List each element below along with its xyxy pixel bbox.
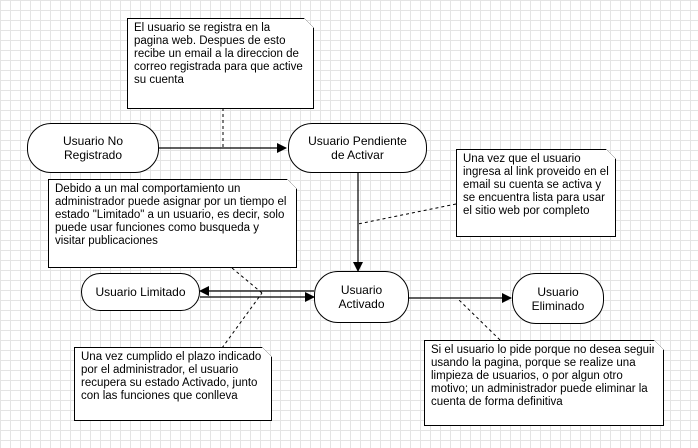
note-text: Debido a un mal comportamiento un admini… <box>55 183 287 247</box>
note-recuperacion: Una vez cumplido el plazo indicado por e… <box>74 347 272 421</box>
note-text: El usuario se registra en la pagina web.… <box>134 22 303 86</box>
state-usuario-pendiente[interactable]: Usuario Pendiente de Activar <box>288 123 427 173</box>
state-label: Usuario Eliminado <box>531 284 585 313</box>
note-link-activacion <box>357 203 457 225</box>
note-activacion: Una vez que el usuario ingresa al link p… <box>456 149 616 237</box>
note-link-eliminacion <box>457 298 501 341</box>
state-label: Usuario Limitado <box>95 285 186 299</box>
note-text: Si el usuario lo pide porque no desea se… <box>431 344 656 408</box>
state-label: Usuario Activado <box>338 283 385 311</box>
state-usuario-eliminado[interactable]: Usuario Eliminado <box>512 273 604 324</box>
state-usuario-limitado[interactable]: Usuario Limitado <box>81 273 200 311</box>
note-text: Una vez que el usuario ingresa al link p… <box>463 153 609 217</box>
note-link-recuperacion <box>221 292 263 349</box>
state-label: Usuario No Registrado <box>62 134 124 162</box>
note-eliminacion: Si el usuario lo pide porque no desea se… <box>424 340 664 426</box>
note-registro: El usuario se registra en la pagina web.… <box>127 18 314 109</box>
note-text: Una vez cumplido el plazo indicado por e… <box>81 351 262 402</box>
state-usuario-no-registrado[interactable]: Usuario No Registrado <box>27 123 159 173</box>
state-usuario-activado[interactable]: Usuario Activado <box>314 271 409 323</box>
note-link-limitacion <box>231 267 263 294</box>
state-label: Usuario Pendiente de Activar <box>308 134 407 162</box>
note-limitacion: Debido a un mal comportamiento un admini… <box>48 179 297 268</box>
